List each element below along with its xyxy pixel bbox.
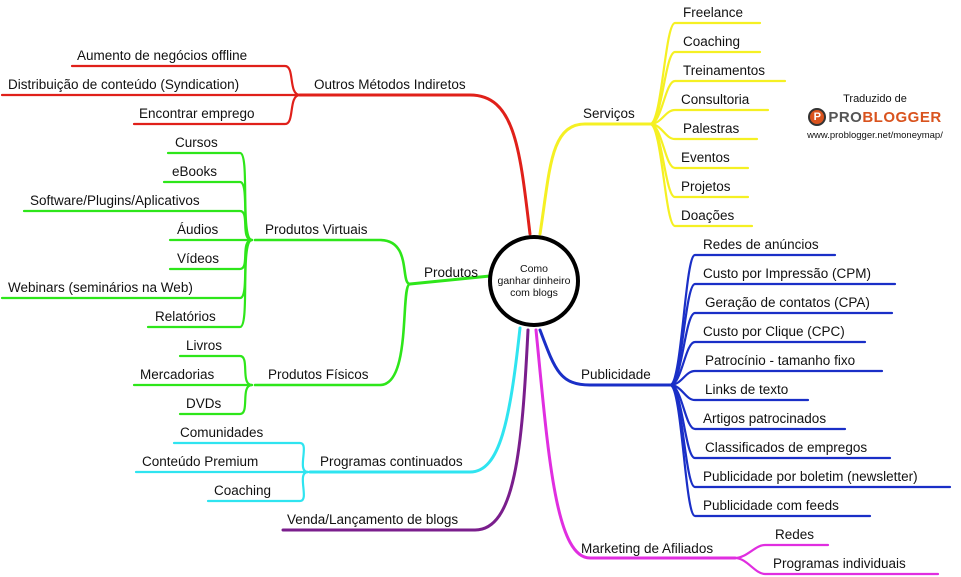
leaf-coaching-programas: Coaching <box>214 483 272 498</box>
connector-afiliados <box>534 328 737 560</box>
leaf-freelance: Freelance <box>683 5 744 20</box>
leaf-consultoria: Consultoria <box>681 92 750 107</box>
connector-venda <box>281 328 530 532</box>
leaf-cpa: Geração de contatos (CPA) <box>705 295 870 310</box>
branch-venda-lancamento-de-blogs: Venda/Lançamento de blogs <box>287 512 459 527</box>
connector-outros-leaf-2 <box>132 93 302 126</box>
leaf-redes-de-anuncios: Redes de anúncios <box>703 237 819 252</box>
leaf-conteudo-premium: Conteúdo Premium <box>142 454 259 469</box>
leaf-links-de-texto: Links de texto <box>705 382 789 397</box>
leaf-publicidade-por-boletim: Publicidade por boletim (newsletter) <box>703 469 918 484</box>
leaf-ebooks: eBooks <box>172 164 218 179</box>
leaf-palestras: Palestras <box>683 121 740 136</box>
leaf-livros: Livros <box>186 338 223 353</box>
leaf-aumento-de-negocios-offline: Aumento de negócios offline <box>77 48 248 63</box>
leaf-audios: Áudios <box>177 222 219 237</box>
leaf-dvds: DVDs <box>186 396 222 411</box>
leaf-coaching-servicos: Coaching <box>683 34 741 49</box>
leaf-redes: Redes <box>775 527 815 542</box>
leaf-videos: Vídeos <box>177 251 220 266</box>
connector-produtos-fisicos <box>253 282 412 387</box>
central-topic-line-2: ganhar dinheiro <box>497 275 571 287</box>
leaf-cursos: Cursos <box>175 135 218 150</box>
leaf-treinamentos: Treinamentos <box>683 63 766 78</box>
central-topic-line-1: Como <box>519 263 548 275</box>
leaf-eventos: Eventos <box>681 150 730 165</box>
leaf-publicidade-com-feeds: Publicidade com feeds <box>703 498 839 513</box>
leaf-patrocinio: Patrocínio - tamanho fixo <box>705 353 856 368</box>
leaf-projetos: Projetos <box>681 179 731 194</box>
logo-blogger-text: BLOGGER <box>862 108 942 126</box>
leaf-relatorios: Relatórios <box>155 309 216 324</box>
branch-marketing-de-afiliados: Marketing de Afiliados <box>581 541 714 556</box>
connector-produtos <box>408 274 492 286</box>
connector-programas-leaf-2 <box>206 470 310 503</box>
connector-servicos-leaf-7 <box>648 122 754 228</box>
branch-produtos: Produtos <box>424 265 479 280</box>
problogger-icon: P <box>808 108 827 126</box>
branch-produtos-fisicos: Produtos Físicos <box>268 367 369 382</box>
leaf-software-plugins-aplicativos: Software/Plugins/Aplicativos <box>30 193 200 208</box>
logo-pro-text: PRO <box>828 108 863 126</box>
branch-publicidade: Publicidade <box>581 367 651 382</box>
connector-programas <box>308 326 522 474</box>
leaf-cpm: Custo por Impressão (CPM) <box>703 266 872 281</box>
branch-servicos: Serviços <box>583 106 635 121</box>
logo-caption: Traduzido de <box>843 93 907 105</box>
connector-outros <box>298 93 532 236</box>
connector-fisicos-leaf-2 <box>178 383 254 416</box>
leaf-classificados-de-empregos: Classificados de empregos <box>705 440 868 455</box>
leaf-encontrar-emprego: Encontrar emprego <box>139 106 255 121</box>
branch-outros-metodos-indiretos: Outros Métodos Indiretos <box>314 77 466 92</box>
connector-publicidade-leaf-9 <box>668 383 872 518</box>
connector-virtuais-leaf-6 <box>146 238 254 329</box>
leaf-webinars: Webinars (seminários na Web) <box>8 280 193 295</box>
leaf-cpc: Custo por Clique (CPC) <box>703 324 845 339</box>
logo-url: www.problogger.net/moneymap/ <box>807 130 943 141</box>
central-topic: Como ganhar dinheiro com blogs <box>488 235 580 327</box>
central-topic-line-3: com blogs <box>510 287 558 299</box>
connector-publicidade <box>538 328 672 387</box>
leaf-mercadorias: Mercadorias <box>140 367 215 382</box>
leaf-comunidades: Comunidades <box>180 425 264 440</box>
leaf-artigos-patrocinados: Artigos patrocinados <box>703 411 827 426</box>
connector-produtos-virtuais <box>253 238 412 286</box>
branch-programas-continuados: Programas continuados <box>320 454 463 469</box>
connector-afiliados-leaf-1 <box>733 556 940 576</box>
connector-servicos <box>538 122 652 236</box>
leaf-doacoes: Doações <box>681 208 735 223</box>
branch-produtos-virtuais: Produtos Virtuais <box>265 222 368 237</box>
leaf-programas-individuais: Programas individuais <box>773 556 906 571</box>
leaf-distribuicao-de-conteudo: Distribuição de conteúdo (Syndication) <box>8 77 240 92</box>
